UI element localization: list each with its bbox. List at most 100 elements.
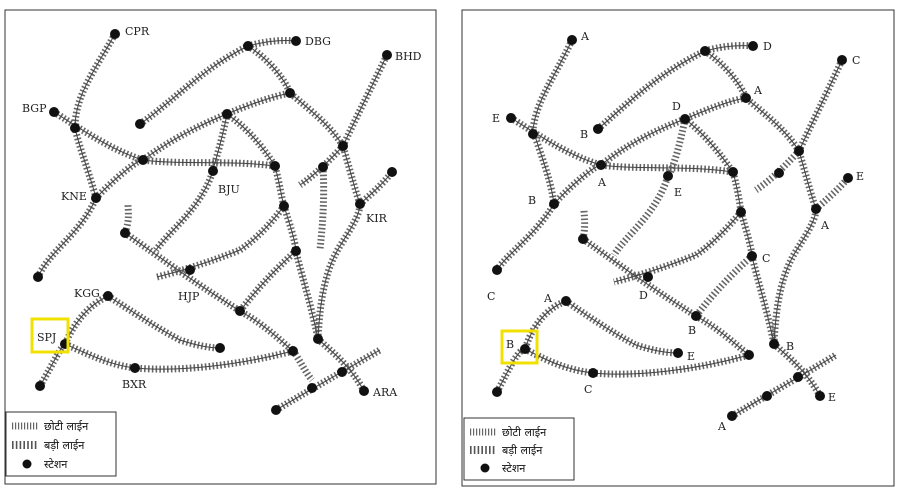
station-dot	[643, 272, 653, 282]
station-dot	[291, 246, 301, 256]
station-dot	[811, 204, 821, 214]
label-r-e4: E	[687, 350, 695, 363]
station-dot	[130, 363, 140, 373]
label-r-a4: A	[543, 292, 553, 305]
station-dot	[135, 119, 145, 129]
station-dot	[355, 199, 365, 209]
legend-narrow-label: छोटी लाईन	[44, 420, 89, 433]
station-dot	[138, 155, 148, 165]
label-DBG: DBG	[305, 35, 331, 48]
left-legend: छोटी लाईन बड़ी लाईन स्टेशन	[5, 411, 117, 477]
label-r-c2: C	[762, 252, 770, 265]
left-map-panel: CPR DBG BHD BGP KNE BJU KIR KGG HJP SPJ …	[0, 0, 440, 492]
left-railway-map: CPR DBG BHD BGP KNE BJU KIR KGG HJP SPJ …	[4, 9, 437, 485]
label-ARA: ARA	[372, 386, 398, 399]
station-dot	[528, 129, 538, 139]
station-dot	[270, 161, 280, 171]
right-legend: छोटी लाईन बड़ी लाईन स्टेशन	[463, 417, 575, 481]
legend-broad-label: बड़ी लाईन	[44, 439, 85, 452]
station-dot	[33, 272, 43, 282]
label-BJU: BJU	[218, 183, 240, 196]
label-CPR: CPR	[125, 25, 150, 38]
label-r-b2: B	[528, 194, 536, 207]
left-stations	[33, 29, 397, 415]
station-symbol	[480, 463, 490, 473]
station-dot	[222, 109, 232, 119]
station-dot	[337, 367, 347, 377]
station-dot	[762, 391, 772, 401]
station-dot	[492, 265, 502, 275]
station-dot	[837, 55, 847, 65]
station-dot	[567, 35, 577, 45]
station-dot	[747, 251, 757, 261]
label-KNE: KNE	[61, 190, 87, 203]
label-r-e1: E	[492, 112, 500, 125]
legend-broad-label: बड़ी लाईन	[502, 444, 543, 457]
label-r-a3: A	[820, 219, 830, 232]
station-dot	[549, 199, 559, 209]
legend-station-label: स्टेशन	[502, 462, 526, 475]
label-r-a2: A	[597, 176, 607, 189]
station-dot	[291, 36, 301, 46]
station-dot	[727, 411, 737, 421]
station-dot	[70, 123, 80, 133]
legend-station-label: स्टेशन	[44, 458, 68, 471]
station-dot	[285, 88, 295, 98]
station-dot	[843, 173, 853, 183]
station-dot	[680, 114, 690, 124]
legend-narrow-label: छोटी लाईन	[502, 426, 547, 439]
station-dot	[520, 344, 530, 354]
station-dot	[700, 46, 710, 56]
station-dot	[774, 168, 784, 178]
label-BXR: BXR	[122, 378, 147, 391]
station-dot	[359, 386, 369, 396]
right-tracks	[493, 38, 851, 420]
station-dot	[793, 372, 803, 382]
label-r-d3: D	[639, 289, 648, 302]
station-dot	[815, 391, 825, 401]
label-r-e3: E	[856, 170, 864, 183]
label-r-top: A	[580, 30, 590, 43]
station-dot	[215, 343, 225, 353]
station-dot	[728, 167, 738, 177]
right-map-panel: A D C E B A D A E B E A C D B C A B E B …	[456, 0, 904, 492]
station-dot	[318, 162, 328, 172]
station-dot	[313, 334, 323, 344]
left-tracks	[34, 32, 395, 414]
station-dot	[235, 306, 245, 316]
station-dot	[588, 368, 598, 378]
station-dot	[387, 167, 397, 177]
station-symbol	[22, 459, 32, 469]
station-dot	[769, 339, 779, 349]
right-railway-map: A D C E B A D A E B E A C D B C A B E B …	[461, 9, 895, 487]
label-r-d: D	[763, 40, 772, 53]
station-dot	[492, 387, 502, 397]
label-r-e5: E	[828, 391, 836, 404]
station-dot	[110, 29, 120, 39]
station-dot	[741, 93, 751, 103]
station-dot	[596, 160, 606, 170]
label-r-b3: B	[688, 324, 696, 337]
label-r-b4: B	[786, 340, 794, 353]
station-dot	[49, 107, 59, 117]
station-dot	[91, 193, 101, 203]
station-dot	[506, 113, 516, 123]
label-KGG: KGG	[74, 287, 100, 300]
label-r-b1: B	[580, 128, 588, 141]
label-r-d2: D	[672, 100, 681, 113]
label-r-a1: A	[753, 84, 763, 97]
right-stations	[492, 35, 853, 421]
label-SPJ: SPJ	[37, 331, 56, 344]
station-dot	[578, 234, 588, 244]
station-dot	[271, 405, 281, 415]
station-dot	[185, 265, 195, 275]
station-dot	[279, 201, 289, 211]
station-dot	[103, 291, 113, 301]
station-dot	[673, 348, 683, 358]
station-dot	[243, 41, 253, 51]
station-dot	[338, 141, 348, 151]
label-r-a5: A	[717, 420, 727, 433]
station-b-highlight-box	[500, 329, 539, 365]
label-KIR: KIR	[366, 212, 388, 225]
station-dot	[748, 41, 758, 51]
